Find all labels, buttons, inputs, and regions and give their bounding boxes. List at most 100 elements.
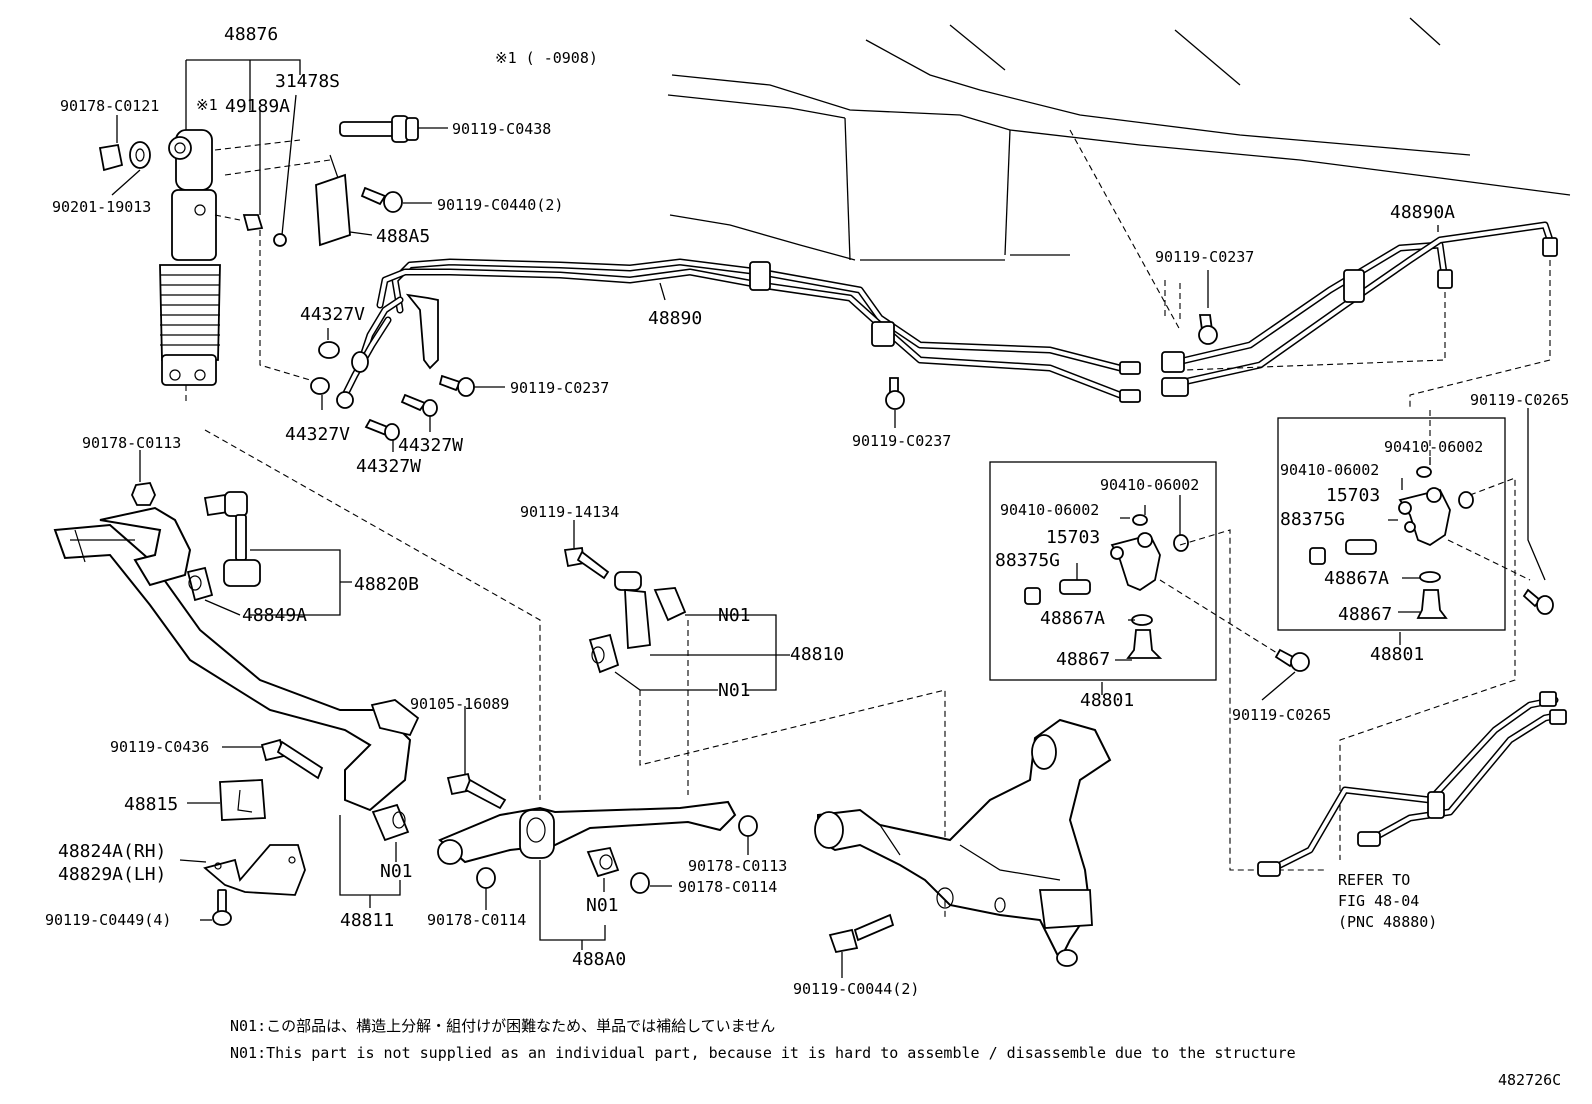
- label-90119-C0237-center[interactable]: 90119-C0237: [852, 432, 951, 450]
- bushing-N01-48811[interactable]: [371, 803, 410, 842]
- bracket-48824A[interactable]: [203, 844, 306, 896]
- label-90410-right[interactable]: 90410-06002: [1280, 461, 1379, 479]
- label-48801-left[interactable]: 48801: [1080, 690, 1134, 711]
- valve-48801-left[interactable]: [1024, 514, 1189, 659]
- bolt-90119-C0237-center[interactable]: [885, 377, 905, 410]
- bracket-488A5[interactable]: [315, 154, 351, 247]
- label-48890[interactable]: 48890: [648, 308, 702, 329]
- label-90410-left[interactable]: 90410-06002: [1000, 501, 1099, 519]
- dashed-leader: [1159, 579, 1286, 659]
- link-48810[interactable]: [563, 547, 687, 674]
- label-48867-left[interactable]: 48867: [1056, 649, 1110, 670]
- label-90410-right-top[interactable]: 90410-06002: [1384, 438, 1483, 456]
- label-44327V-bottom[interactable]: 44327V: [285, 424, 350, 445]
- label-488A0[interactable]: 488A0: [572, 949, 626, 970]
- label-48890A[interactable]: 48890A: [1390, 202, 1455, 223]
- tube-48890A[interactable]: [1161, 221, 1558, 397]
- label-31478S[interactable]: 31478S: [275, 71, 340, 92]
- label-90178-C0114-left[interactable]: 90178-C0114: [427, 911, 526, 929]
- label-N01-488A0[interactable]: N01: [586, 895, 619, 916]
- bolt-90119-C0044[interactable]: [828, 913, 895, 954]
- tube-to-fig-48-04[interactable]: [1257, 691, 1567, 877]
- label-90119-C0237-mid[interactable]: 90119-C0237: [510, 379, 609, 397]
- label-90410-left-top[interactable]: 90410-06002: [1100, 476, 1199, 494]
- label-90178-C0114-right[interactable]: 90178-C0114: [678, 878, 777, 896]
- nut-90178-C0113-right[interactable]: [738, 815, 758, 837]
- label-48815[interactable]: 48815: [124, 794, 178, 815]
- bolt-90105-16089[interactable]: [446, 772, 507, 810]
- label-48867A-right[interactable]: 48867A: [1324, 568, 1389, 589]
- label-44327W-bottom[interactable]: 44327W: [356, 456, 421, 477]
- label-48829A[interactable]: 48829A(LH): [58, 864, 166, 885]
- bolt-44327W[interactable]: [364, 393, 438, 441]
- bushing-48815[interactable]: [219, 779, 266, 821]
- label-88375G-right[interactable]: 88375G: [1280, 509, 1345, 530]
- label-mark1: ※1: [196, 96, 218, 114]
- label-48849A[interactable]: 48849A: [242, 605, 307, 626]
- label-N01-link-bottom[interactable]: N01: [718, 680, 751, 701]
- label-90119-C0440[interactable]: 90119-C0440(2): [437, 196, 563, 214]
- label-48867A-left[interactable]: 48867A: [1040, 608, 1105, 629]
- label-44327W-top[interactable]: 44327W: [398, 435, 463, 456]
- label-48810[interactable]: 48810: [790, 644, 844, 665]
- nut-90178-C0114-left[interactable]: [476, 867, 496, 889]
- label-488A5[interactable]: 488A5: [376, 226, 430, 247]
- bolt-90119-C0438[interactable]: [339, 115, 419, 143]
- bolt-90119-C0265-right[interactable]: [1522, 588, 1554, 615]
- arm-488A0[interactable]: [437, 800, 737, 878]
- bolt-90119-C0436[interactable]: [260, 738, 324, 780]
- bolt-90119-C0440[interactable]: [360, 186, 403, 213]
- clamp-44327V[interactable]: [310, 341, 369, 409]
- nut-90178-C0114-right[interactable]: [630, 872, 650, 894]
- leader: [1388, 457, 1431, 645]
- label-49189A[interactable]: 49189A: [225, 96, 290, 117]
- label-N01-48811[interactable]: N01: [380, 861, 413, 882]
- label-48811[interactable]: 48811: [340, 910, 394, 931]
- vehicle-body-outline: [667, 17, 1571, 261]
- bolt-90119-C0449[interactable]: [212, 889, 232, 926]
- label-15703-left[interactable]: 15703: [1046, 527, 1100, 548]
- bolt-90119-C0237-mid[interactable]: [438, 374, 475, 397]
- label-90119-C0237-right[interactable]: 90119-C0237: [1155, 248, 1254, 266]
- label-90201-19013[interactable]: 90201-19013: [52, 198, 151, 216]
- label-90119-C0438[interactable]: 90119-C0438: [452, 120, 551, 138]
- dashed-leader: [639, 689, 946, 920]
- label-48820B[interactable]: 48820B: [354, 574, 419, 595]
- label-15703-right[interactable]: 15703: [1326, 485, 1380, 506]
- label-N01-link-top[interactable]: N01: [718, 605, 751, 626]
- label-48801-right[interactable]: 48801: [1370, 644, 1424, 665]
- bolt-90119-C0265-mid[interactable]: [1274, 648, 1310, 672]
- label-48867-right[interactable]: 48867: [1338, 604, 1392, 625]
- label-90119-14134[interactable]: 90119-14134: [520, 503, 619, 521]
- label-90119-C0265-right[interactable]: 90119-C0265: [1470, 391, 1569, 409]
- label-90178-C0121[interactable]: 90178-C0121: [60, 97, 159, 115]
- label-90119-C0265-mid[interactable]: 90119-C0265: [1232, 706, 1331, 724]
- dashed-leader: [1069, 129, 1181, 331]
- label-90119-C0044[interactable]: 90119-C0044(2): [793, 980, 919, 998]
- nut-90178-C0113-left[interactable]: [131, 482, 156, 506]
- assembly-box-48801-left: [989, 461, 1217, 681]
- label-90119-C0436[interactable]: 90119-C0436: [110, 738, 209, 756]
- label-90178-C0113-right[interactable]: 90178-C0113: [688, 857, 787, 875]
- valve-48801-right[interactable]: [1309, 466, 1474, 619]
- label-90178-C0113-left[interactable]: 90178-C0113: [82, 434, 181, 452]
- leader: [259, 94, 297, 236]
- leader: [614, 671, 718, 691]
- label-note1: ※1 ( -0908): [495, 49, 598, 67]
- stabilizer-link-48820B[interactable]: [186, 491, 261, 602]
- height-control-shock-48876[interactable]: [159, 129, 221, 386]
- label-90119-C0449[interactable]: 90119-C0449(4): [45, 911, 171, 929]
- stabilizer-bar-48811[interactable]: [53, 506, 420, 812]
- label-44327V-top[interactable]: 44327V: [300, 304, 365, 325]
- label-48876[interactable]: 48876: [224, 24, 278, 45]
- bracket-48890: [405, 293, 439, 370]
- bolt-90119-C0237-right[interactable]: [1198, 314, 1218, 345]
- label-90105-16089[interactable]: 90105-16089: [410, 695, 509, 713]
- fitting-49189A[interactable]: [242, 214, 287, 247]
- label-48824A[interactable]: 48824A(RH): [58, 841, 166, 862]
- label-88375G-left[interactable]: 88375G: [995, 550, 1060, 571]
- tube-48890[interactable]: [341, 258, 1141, 403]
- cushion-90178-C0121[interactable]: [98, 141, 151, 172]
